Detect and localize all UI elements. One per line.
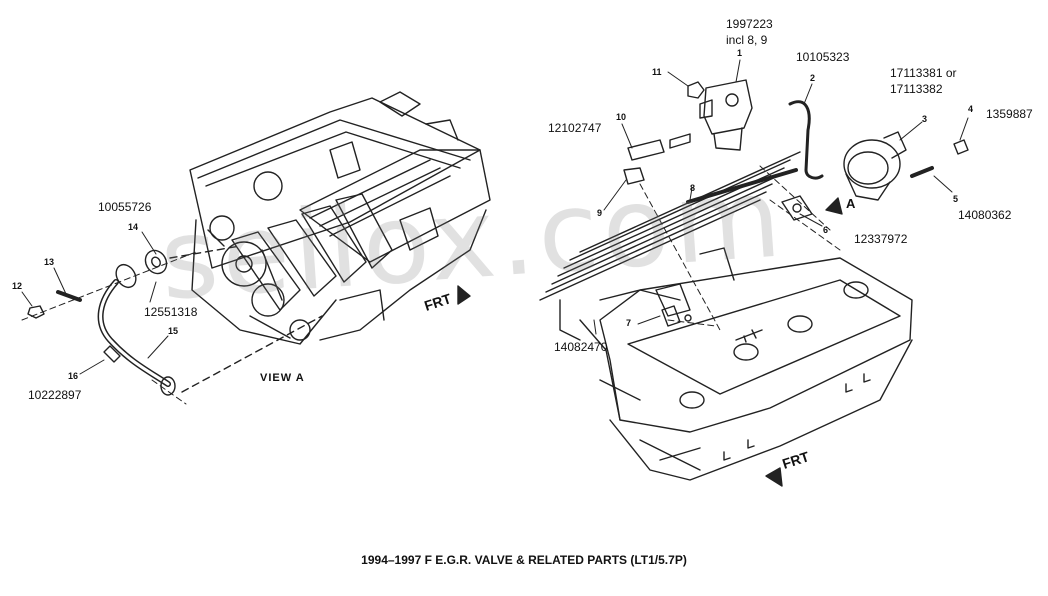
diagram-caption: 1994–1997 F E.G.R. VALVE & RELATED PARTS… (361, 553, 687, 567)
callout-6: 6 (823, 225, 829, 235)
part-label-14082470: 14082470 (554, 340, 608, 354)
engine-illustration (169, 91, 491, 393)
part-label-10105323: 10105323 (796, 50, 850, 64)
callout-14: 14 (128, 222, 139, 232)
part-label-17113382: 17113382 (890, 82, 943, 96)
part-label-12102747: 12102747 (548, 121, 602, 135)
part-label-14080362: 14080362 (958, 208, 1012, 222)
part-label-17113381: 17113381 or (890, 66, 957, 80)
callout-7: 7 (626, 318, 632, 328)
part-label-10222897: 10222897 (28, 388, 82, 402)
callout-13: 13 (44, 257, 55, 267)
callout-12: 12 (12, 281, 23, 291)
part-label-1359887: 1359887 (986, 107, 1033, 121)
callout-11: 11 (652, 67, 662, 77)
part-label-1997223: 1997223 (726, 17, 773, 31)
view-a-label: VIEW A (260, 372, 305, 384)
right-leaders (593, 59, 969, 335)
callout-15: 15 (168, 326, 179, 336)
manifold-illustration (539, 151, 913, 481)
callout-3: 3 (922, 114, 928, 124)
frt-arrows (457, 285, 783, 487)
view-a-marker: A (846, 196, 856, 211)
callout-9: 9 (597, 208, 603, 218)
part-label-12551318: 12551318 (144, 305, 198, 319)
egr-solenoid-assembly (623, 79, 969, 327)
callout-16: 16 (68, 371, 79, 381)
callout-10: 10 (616, 112, 627, 122)
part-label-12337972: 12337972 (854, 232, 908, 246)
callout-1: 1 (737, 48, 743, 58)
callout-4: 4 (968, 104, 974, 114)
callout-2: 2 (810, 73, 816, 83)
callout-8: 8 (690, 183, 696, 193)
callout-5: 5 (953, 194, 959, 204)
egr-pipe-assembly (21, 249, 197, 405)
part-label-1997223-note: incl 8, 9 (726, 33, 768, 47)
left-leaders (21, 231, 169, 375)
part-label-10055726: 10055726 (98, 200, 152, 214)
